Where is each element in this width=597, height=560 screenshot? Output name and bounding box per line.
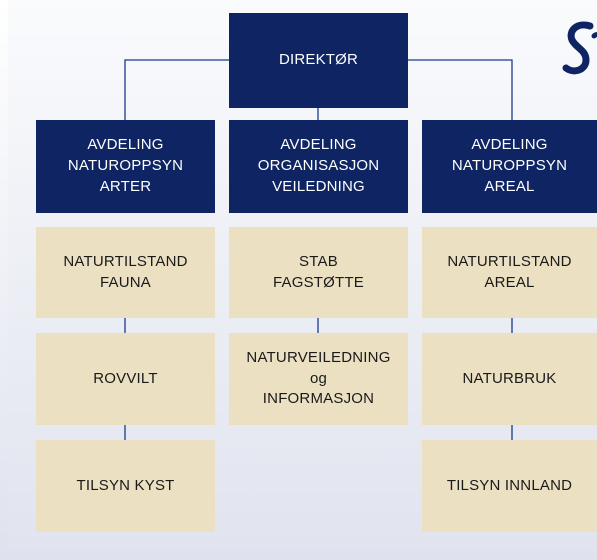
unit-label: NATURBRUK xyxy=(462,369,557,387)
unit-box-naturtilstand-fauna: NATURTILSTAND FAUNA xyxy=(36,227,215,318)
department-box-organisasjon: AVDELING ORGANISASJON VEILEDNING xyxy=(229,120,408,213)
unit-box-rovvilt: ROVVILT xyxy=(36,333,215,425)
connector-director-left xyxy=(124,59,229,120)
department-box-arter: AVDELING NATUROPPSYN ARTER xyxy=(36,120,215,213)
unit-label: STAB FAGSTØTTE xyxy=(273,252,364,291)
unit-label: NATURTILSTAND AREAL xyxy=(447,252,572,291)
department-box-areal: AVDELING NATUROPPSYN AREAL xyxy=(422,120,597,213)
unit-box-naturveiledning: NATURVEILEDNING og INFORMASJON xyxy=(229,333,408,425)
director-box: DIREKTØR xyxy=(229,13,408,108)
partial-script-logo-icon xyxy=(562,21,597,75)
department-label: AVDELING NATUROPPSYN ARTER xyxy=(67,136,184,195)
unit-label: ROVVILT xyxy=(93,369,158,387)
unit-box-stab-fagstotte: STAB FAGSTØTTE xyxy=(229,227,408,318)
director-label: DIREKTØR xyxy=(278,51,359,69)
unit-box-tilsyn-kyst: TILSYN KYST xyxy=(36,440,215,532)
unit-label: TILSYN INNLAND xyxy=(446,476,573,494)
unit-box-tilsyn-innland: TILSYN INNLAND xyxy=(422,440,597,532)
connector-director-right xyxy=(408,59,513,120)
department-label: AVDELING NATUROPPSYN AREAL xyxy=(451,136,568,195)
unit-box-naturtilstand-areal: NATURTILSTAND AREAL xyxy=(422,227,597,318)
department-label: AVDELING ORGANISASJON VEILEDNING xyxy=(257,136,380,195)
unit-label: TILSYN KYST xyxy=(76,476,175,494)
unit-box-naturbruk: NATURBRUK xyxy=(422,333,597,425)
unit-label: NATURTILSTAND FAUNA xyxy=(63,252,188,291)
unit-label: NATURVEILEDNING og INFORMASJON xyxy=(246,348,391,408)
